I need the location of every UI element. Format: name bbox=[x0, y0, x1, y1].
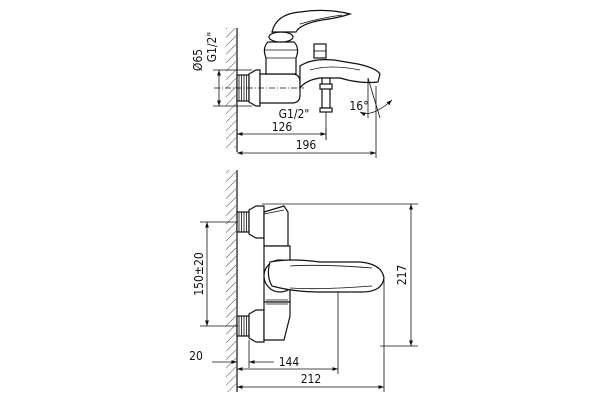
dim-thread-bottom: G1/2" bbox=[279, 107, 310, 121]
spout-side bbox=[299, 59, 381, 90]
front-view: 217 150±20 20 144 212 bbox=[189, 170, 418, 392]
mixer-body-side bbox=[259, 73, 301, 104]
dim-depth-front: 212 bbox=[301, 372, 322, 386]
shower-outlet bbox=[321, 77, 331, 109]
dim-depth-axis: 126 bbox=[272, 120, 293, 134]
dim-depth-side: 196 bbox=[296, 138, 317, 152]
wall-front-hatch bbox=[226, 170, 236, 392]
dim-spout-angle: 16° bbox=[349, 99, 368, 113]
dim-wall-offset: 20 bbox=[189, 349, 203, 363]
flange-side bbox=[248, 69, 261, 107]
dim-diameter-flange: Ø65 bbox=[191, 49, 205, 71]
side-view: Ø65 G1/2" G1/2" 16° 126 196 bbox=[191, 9, 393, 158]
dim-depth-handle: 144 bbox=[279, 355, 300, 369]
dim-height-total: 217 bbox=[395, 265, 409, 286]
dim-axis-spacing: 150±20 bbox=[192, 252, 206, 296]
dim-thread-top: G1/2" bbox=[205, 32, 219, 63]
lever-handle-front bbox=[267, 259, 385, 293]
mixer-body-front bbox=[263, 205, 289, 247]
